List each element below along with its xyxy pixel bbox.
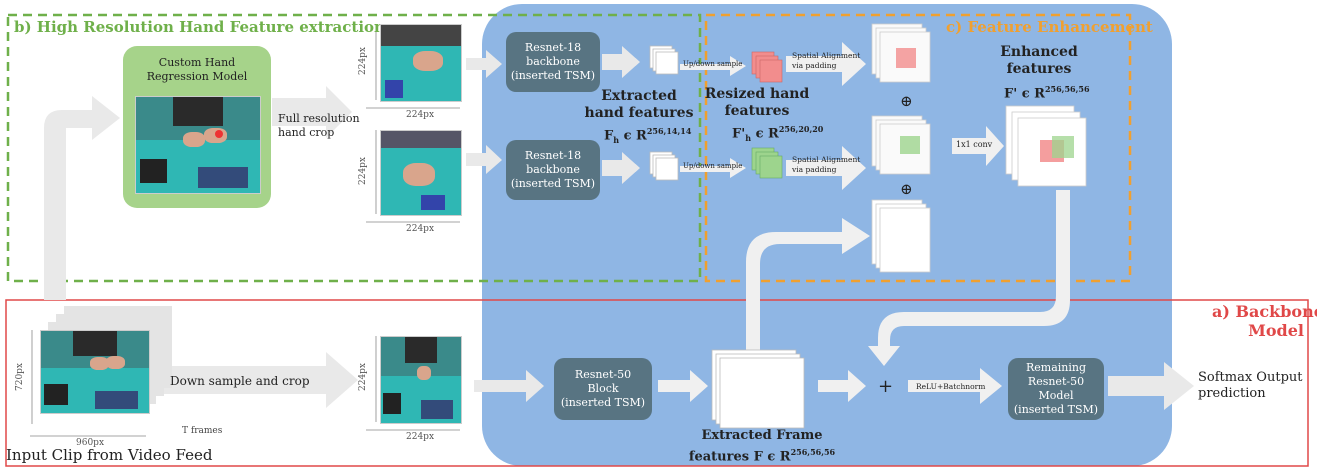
- hand-crop-frame-b: [380, 130, 462, 216]
- resized-hand-feature-stack-green: [751, 147, 783, 179]
- hand-section-title: b) High Resolution Hand Feature extracti…: [14, 18, 385, 36]
- resnet50-block: Resnet-50 Block (inserted TSM): [554, 358, 652, 420]
- conv-label: 1x1 conv: [956, 140, 993, 149]
- arrow-input-to-hand-model: [44, 96, 120, 300]
- enhanced-feature-stack: [1005, 105, 1087, 187]
- hand-crop-frame-a: [380, 24, 462, 102]
- full-res-label: Full resolution hand crop: [278, 112, 360, 139]
- arrow-plus-to-remaining: [908, 368, 1002, 404]
- arrow-spatial-a: [786, 42, 866, 86]
- t-frames-label: T frames: [182, 426, 223, 436]
- dim-label-crop-a-height: 224px: [358, 46, 369, 76]
- arrow-resnet50-to-frame: [658, 370, 708, 402]
- downsample-label: Down sample and crop: [170, 374, 310, 388]
- extracted-hand-feature-stack-a: [649, 45, 679, 75]
- aligned-feature-stack-red: [871, 23, 931, 83]
- relu-label: ReLU+Batchnorm: [916, 382, 986, 391]
- enhancement-region-border: [704, 13, 1132, 283]
- arrow-resnet18-a-to-features: [602, 46, 640, 78]
- resnet18-block-a: Resnet-18 backbone (inserted TSM): [506, 32, 600, 92]
- arrow-remaining-to-softmax: [1108, 362, 1194, 410]
- hand-regression-model: Custom Hand Regression Model: [123, 46, 271, 208]
- dim-label-input-width: 960px: [76, 438, 105, 448]
- frame-feature-copy-stack: [871, 199, 931, 273]
- hand-detection-marker: [215, 129, 224, 138]
- extracted-frame-feature-stack: [711, 349, 805, 429]
- dim-label-crop-b-width: 224px: [406, 224, 435, 234]
- dimension-lines: [30, 24, 460, 437]
- arrow-hand-model-to-crop: [272, 86, 352, 138]
- input-clip-frame: [40, 330, 150, 414]
- spatial-label-a: Spatial Alignment via padding: [792, 51, 861, 70]
- resized-hand-feature-stack-red: [751, 51, 783, 83]
- input-clip-label: Input Clip from Video Feed: [6, 446, 213, 464]
- dim-label-input-height: 720px: [15, 362, 26, 392]
- resnet18-block-b: Resnet-18 backbone (inserted TSM): [506, 140, 600, 200]
- arrow-crop-to-resnet18-b: [466, 145, 502, 174]
- dim-label-crop-a-width: 224px: [406, 110, 435, 120]
- fh-formula: Fh ϵ R256,14,14: [604, 126, 692, 145]
- arrow-input-to-downsample: [160, 352, 358, 408]
- dim-label-downsampled-width: 224px: [406, 432, 435, 442]
- extracted-hand-features-label: Extracted hand features: [584, 88, 694, 121]
- dim-label-downsampled-height: 224px: [358, 362, 369, 392]
- extracted-frame-features-label: Extracted Frame features F ϵ R256,56,56: [688, 428, 836, 465]
- hand-model-frame: [135, 96, 261, 194]
- backbone-section-title: a) Backbone Model: [1212, 302, 1317, 340]
- dim-label-crop-b-height: 224px: [358, 156, 369, 186]
- arrow-updown-a: [680, 56, 746, 76]
- aligned-feature-stack-green: [871, 115, 931, 175]
- downsampled-frame: [380, 336, 462, 424]
- hand-model-label: Custom Hand Regression Model: [146, 56, 248, 83]
- hand-region-border: [6, 13, 702, 283]
- arrow-crop-to-resnet18-a: [466, 50, 502, 78]
- oplus-symbol-a: ⊕: [900, 92, 913, 110]
- updown-label-a: Up/down sample: [683, 60, 743, 68]
- oplus-symbol-b: ⊕: [900, 180, 913, 198]
- fph-formula: F'h ϵ R256,20,20: [732, 124, 824, 143]
- resized-hand-features-label: Resized hand features: [704, 86, 810, 119]
- extracted-hand-feature-stack-b: [649, 151, 679, 181]
- arrow-frame-to-enhancement: [746, 218, 870, 352]
- arrow-updown-b: [680, 158, 746, 178]
- spatial-label-b: Spatial Alignment via padding: [792, 155, 861, 174]
- remaining-resnet50-block: Remaining Resnet-50 Model (inserted TSM): [1008, 358, 1104, 420]
- updown-label-b: Up/down sample: [683, 162, 743, 170]
- arrow-conv: [952, 126, 1004, 166]
- arrow-frame-to-plus: [818, 370, 866, 402]
- arrow-resnet18-b-to-features: [602, 152, 640, 184]
- arrow-spatial-b: [786, 146, 866, 190]
- arrow-downsample-to-resnet50: [474, 370, 544, 402]
- softmax-output-label: Softmax Output prediction: [1198, 370, 1303, 401]
- plus-symbol: +: [878, 376, 894, 397]
- enhanced-features-label: Enhanced features: [1000, 44, 1078, 77]
- arrow-enhanced-to-plus: [868, 190, 1070, 366]
- backbone-region-border: [5, 299, 1309, 467]
- fp-formula: F' ϵ R256,56,56: [1004, 84, 1090, 102]
- enhancement-section-title: c) Feature Enhancement: [946, 18, 1153, 36]
